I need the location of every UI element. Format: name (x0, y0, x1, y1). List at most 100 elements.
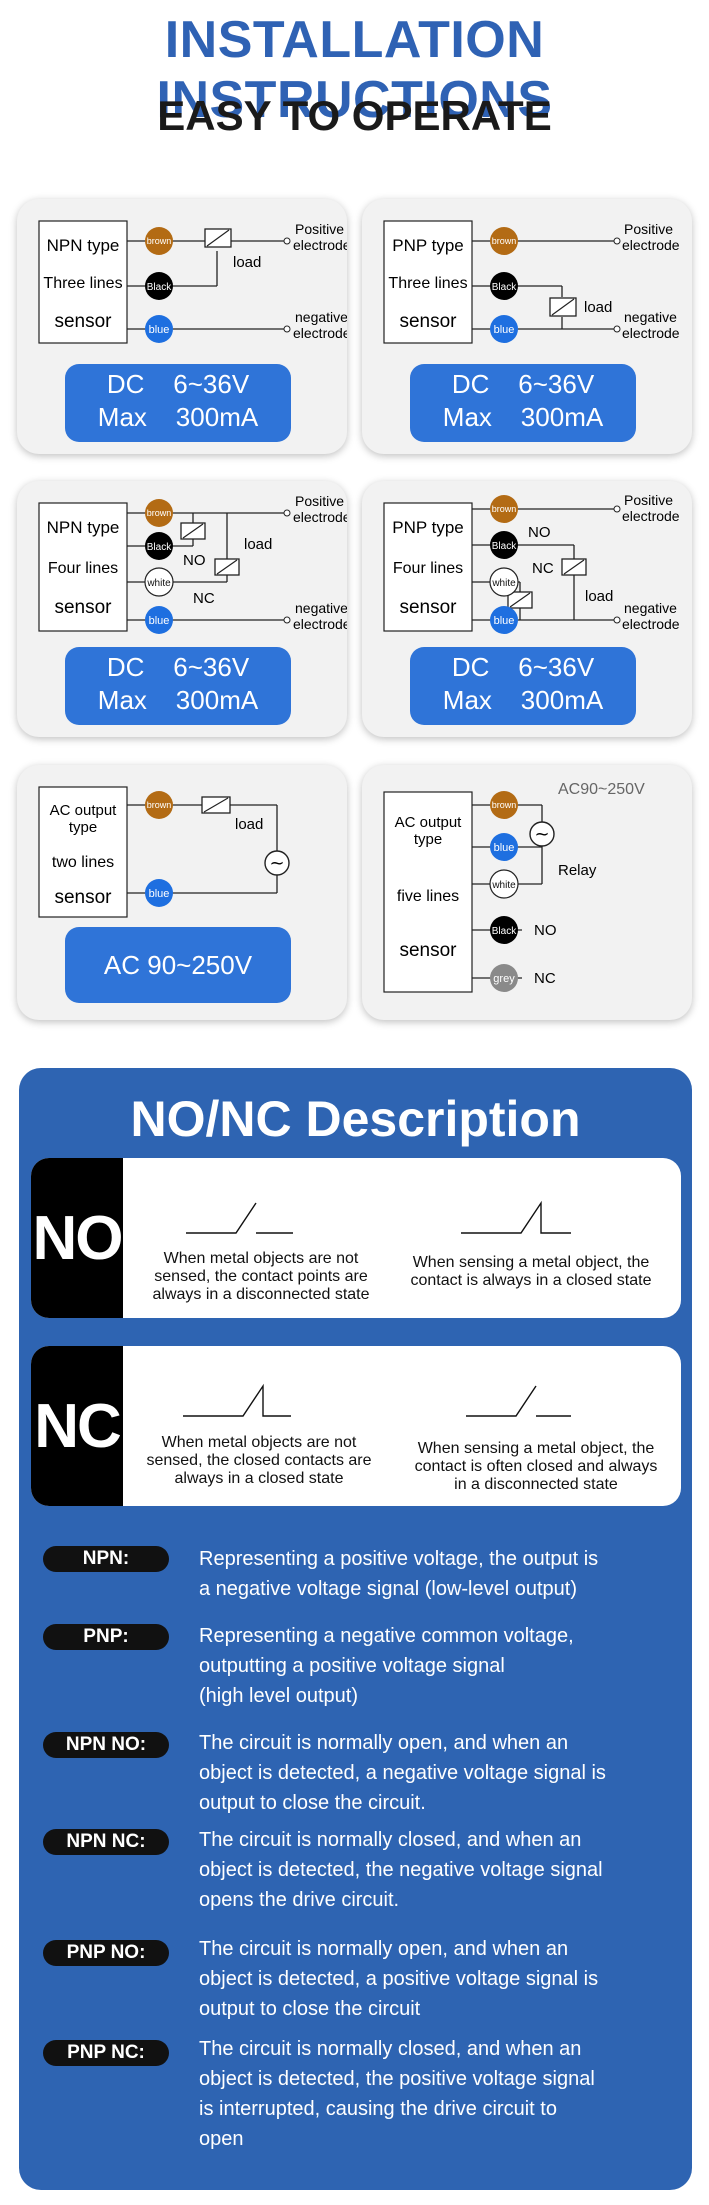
no-right-text: When sensing a metal object, the contact… (410, 1254, 652, 1289)
svg-text:blue: blue (149, 888, 170, 900)
load-label: load (585, 588, 613, 605)
white-wire-icon (144, 567, 174, 597)
definition-label-npn-nc: NPN NC: (43, 1829, 169, 1855)
page-title: INSTALLATION INSTRUCTIONS (156, 11, 553, 129)
blue-wire-icon (490, 833, 518, 861)
card-npn-three-lines: NPN type Three lines sensor load Positiv… (17, 199, 347, 454)
card-ac-two-lines: AC output type two lines sensor load ~ b… (17, 765, 347, 1020)
positive-label: Positive (295, 221, 344, 237)
card-pnp-four-lines: PNP type Four lines sensor NO NC load Po… (362, 481, 692, 737)
spec-badge: AC 90~250V (65, 927, 291, 1003)
sensor-label-3: sensor (54, 311, 112, 332)
svg-text:brown: brown (492, 504, 517, 514)
svg-text:blue: blue (149, 615, 170, 627)
definition-label-pnp-nc: PNP NC: (43, 2040, 169, 2066)
svg-text:Black: Black (492, 926, 517, 937)
svg-text:electrode: electrode (622, 237, 680, 253)
svg-text:PNP type: PNP type (392, 236, 464, 255)
svg-text:Black: Black (492, 541, 517, 552)
page-subtitle: EASY TO OPERATE (157, 92, 552, 139)
svg-text:type: type (414, 831, 442, 848)
load-label: load (235, 816, 263, 833)
svg-text:~: ~ (534, 824, 549, 845)
svg-text:blue: blue (149, 324, 170, 336)
svg-text:type: type (69, 819, 97, 836)
voltage-label: AC90~250V (558, 781, 645, 798)
svg-text:electrode: electrode (293, 509, 347, 525)
svg-text:Black: Black (492, 282, 517, 293)
nc-tag: NC (31, 1346, 123, 1506)
load-label: load (584, 299, 612, 316)
definition-text-npn: Representing a positive voltage, the out… (199, 1548, 599, 1600)
card-ac-five-lines: AC output type five lines sensor AC90~25… (362, 765, 692, 1020)
nonc-title: NO/NC Description (130, 1091, 581, 1147)
spec-badge: DC 6~36V Max 300mA (65, 364, 291, 442)
svg-text:~: ~ (269, 853, 284, 874)
svg-text:Black: Black (147, 282, 172, 293)
svg-text:brown: brown (492, 236, 517, 246)
svg-text:sensor: sensor (399, 311, 457, 332)
brown-wire-icon (490, 791, 518, 819)
card-pnp-three-lines: PNP type Three lines sensor load Positiv… (362, 199, 692, 454)
blue-wire-icon (490, 315, 518, 343)
nc-description-box: NC When metal objects are not sensed, th… (31, 1346, 681, 1506)
white-wire-icon (489, 869, 519, 899)
svg-text:white: white (491, 578, 516, 589)
svg-text:sensor: sensor (54, 597, 112, 618)
relay-label: Relay (558, 862, 597, 879)
svg-text:brown: brown (147, 508, 172, 518)
svg-text:white: white (146, 578, 171, 589)
blue-wire-icon (145, 879, 173, 907)
negative-label-2: electrode (293, 325, 347, 341)
negative-label: negative (295, 309, 347, 325)
svg-text:Four lines: Four lines (48, 560, 118, 577)
closed-contact-icon (183, 1383, 291, 1417)
blue-wire-icon (145, 606, 173, 634)
svg-text:blue: blue (494, 842, 515, 854)
nc-switch-diagrams (183, 1383, 571, 1417)
pnp-four-lines-diagram: PNP type Four lines sensor NO NC load Po… (383, 492, 680, 634)
definition-text-npn-no: The circuit is normally open, and when a… (199, 1732, 606, 1814)
brown-wire-icon (490, 227, 518, 255)
nc-label: NC (193, 590, 215, 607)
sensor-label-1: NPN type (47, 236, 120, 255)
black-wire-icon (145, 272, 173, 300)
svg-text:sensor: sensor (399, 597, 457, 618)
nc-label: NC (534, 970, 556, 987)
brown-wire-icon (145, 499, 173, 527)
no-left-text: When metal objects are not sensed, the c… (152, 1250, 370, 1303)
blue-wire-icon (490, 606, 518, 634)
positive-label-2: electrode (293, 237, 347, 253)
open-contact-icon (186, 1202, 257, 1234)
svg-text:negative: negative (624, 600, 677, 616)
svg-text:Positive: Positive (624, 221, 673, 237)
ac-five-lines-diagram: AC output type five lines sensor AC90~25… (383, 781, 645, 993)
svg-text:sensor: sensor (54, 887, 112, 908)
svg-text:electrode: electrode (622, 616, 680, 632)
spec-badge: DC 6~36V Max 300mA (410, 647, 636, 725)
definition-label-pnp: PNP: (43, 1624, 169, 1650)
no-tag: NO (31, 1158, 124, 1318)
svg-text:NPN type: NPN type (47, 518, 120, 537)
nc-label: NC (532, 560, 554, 577)
svg-text:Positive: Positive (295, 493, 344, 509)
load-label: load (244, 536, 272, 553)
svg-text:brown: brown (147, 800, 172, 810)
no-label: NO (534, 922, 557, 939)
spec-badge: DC 6~36V Max 300mA (65, 647, 291, 725)
definition-text-pnp-no: The circuit is normally open, and when a… (199, 1938, 599, 2020)
sensor-label-2: Three lines (43, 275, 122, 292)
svg-text:electrode: electrode (622, 325, 680, 341)
svg-text:Three lines: Three lines (388, 275, 467, 292)
blue-wire-icon (145, 315, 173, 343)
definition-label-pnp-no: PNP NO: (43, 1940, 169, 1966)
svg-text:electrode: electrode (622, 508, 680, 524)
svg-text:two lines: two lines (52, 854, 114, 871)
svg-text:five lines: five lines (397, 888, 459, 905)
white-wire-icon (489, 567, 519, 597)
open-contact-icon (466, 1385, 537, 1417)
nc-left-text: When metal objects are not sensed, the c… (146, 1434, 372, 1487)
svg-text:blue: blue (494, 324, 515, 336)
svg-text:sensor: sensor (399, 940, 457, 961)
load-label: load (233, 254, 261, 271)
